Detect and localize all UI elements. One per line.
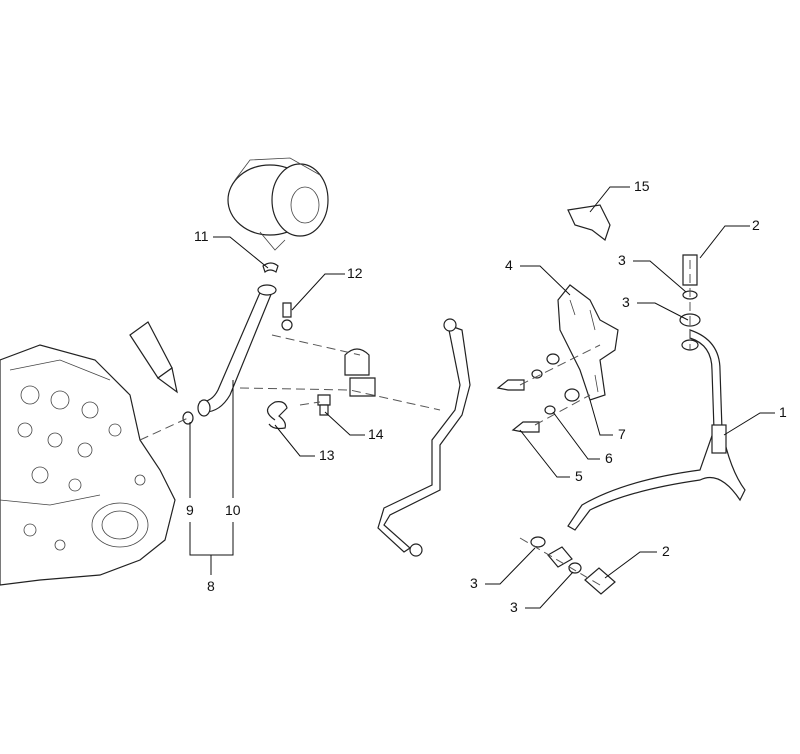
- turbocharger: [227, 157, 329, 251]
- assembly-lines: [139, 334, 441, 441]
- callout-13: 13: [319, 447, 335, 463]
- callout-6: 6: [605, 450, 613, 466]
- small-parts: [266, 302, 376, 430]
- callout-3-a: 3: [618, 252, 626, 268]
- callout-2-bottom: 2: [662, 543, 670, 559]
- bracket-15: [567, 204, 611, 241]
- oil-return-tube: [182, 262, 279, 425]
- sealant-tube: [129, 321, 178, 394]
- engine-block: [0, 344, 176, 586]
- callout-1: 1: [779, 404, 787, 420]
- callout-12: 12: [347, 265, 363, 281]
- bracket-4: [557, 284, 619, 401]
- callout-7: 7: [618, 426, 626, 442]
- callout-14: 14: [368, 426, 384, 442]
- callout-11: 11: [194, 228, 209, 244]
- oil-feed-pipe: [377, 318, 471, 557]
- callout-2-top: 2: [752, 217, 760, 233]
- callout-8: 8: [207, 578, 215, 594]
- callout-3-d: 3: [510, 599, 518, 615]
- oil-hose-1: [519, 254, 746, 595]
- callout-3-c: 3: [470, 575, 478, 591]
- callout-15: 15: [634, 178, 650, 194]
- callout-3-b: 3: [622, 294, 630, 310]
- callout-5: 5: [575, 468, 583, 484]
- callout-labels: 15 2 3 3 4 11 12 1 7 6 5 13 14 9 10 8 3 …: [186, 178, 787, 615]
- leader-lines: [189, 186, 775, 609]
- callout-4: 4: [505, 257, 513, 273]
- bolts-and-washers: [496, 344, 601, 433]
- callout-10: 10: [225, 502, 241, 518]
- callout-9: 9: [186, 502, 194, 518]
